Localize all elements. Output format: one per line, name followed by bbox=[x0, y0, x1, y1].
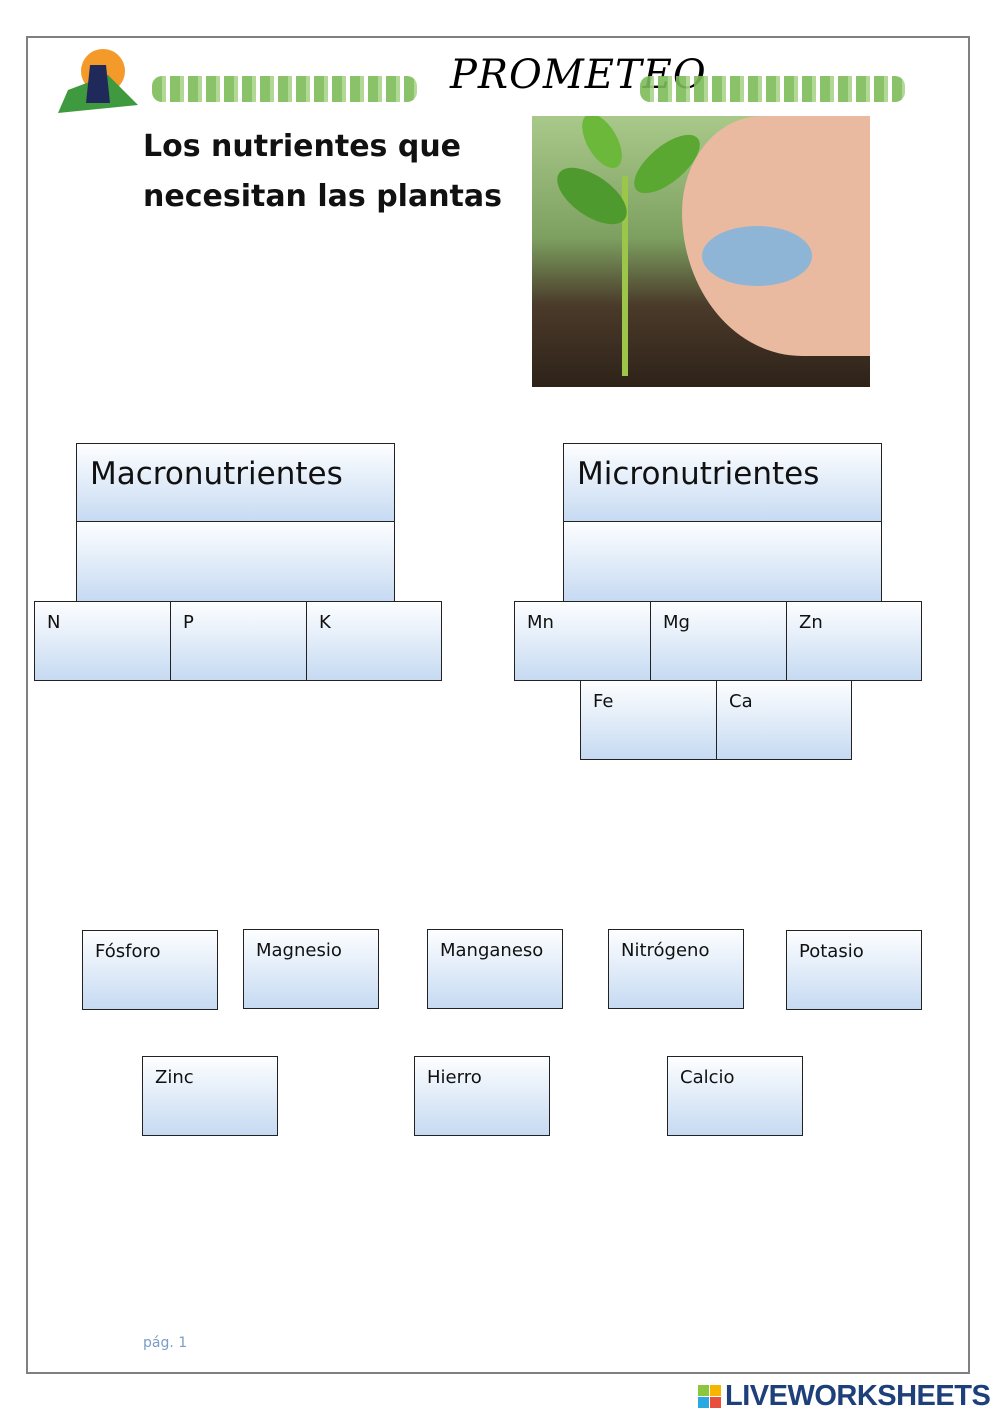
word-card-label: Potasio bbox=[799, 941, 864, 962]
element-mg-label: Mg bbox=[663, 612, 690, 633]
liveworksheets-logo: LIVEWORKSHEETS bbox=[698, 1380, 991, 1413]
element-zn-label: Zn bbox=[799, 612, 823, 633]
vine-decoration-left bbox=[152, 76, 417, 102]
word-card-label: Manganeso bbox=[440, 940, 544, 961]
school-logo bbox=[58, 45, 138, 113]
macronutrientes-heading: Macronutrientes bbox=[76, 443, 395, 523]
word-card-label: Zinc bbox=[155, 1067, 194, 1088]
element-k-label: K bbox=[319, 612, 331, 633]
word-card-hierro[interactable]: Hierro bbox=[414, 1056, 550, 1136]
element-zn-drop-zone[interactable]: Zn bbox=[786, 601, 922, 681]
word-card-label: Nitrógeno bbox=[621, 940, 710, 961]
page-number: pág. 1 bbox=[143, 1335, 188, 1351]
word-card-zinc[interactable]: Zinc bbox=[142, 1056, 278, 1136]
word-card-label: Calcio bbox=[680, 1067, 735, 1088]
word-card-nitrogeno[interactable]: Nitrógeno bbox=[608, 929, 744, 1009]
title-line-1: Los nutrientes que bbox=[143, 129, 462, 164]
word-card-label: Hierro bbox=[427, 1067, 482, 1088]
element-mn-drop-zone[interactable]: Mn bbox=[514, 601, 651, 681]
word-card-calcio[interactable]: Calcio bbox=[667, 1056, 803, 1136]
micronutrientes-label: Micronutrientes bbox=[577, 456, 820, 492]
liveworksheets-text: LIVEWORKSHEETS bbox=[725, 1380, 991, 1412]
element-p-drop-zone[interactable]: P bbox=[170, 601, 307, 681]
element-mn-label: Mn bbox=[527, 612, 554, 633]
worksheet-page bbox=[26, 36, 970, 1374]
element-n-drop-zone[interactable]: N bbox=[34, 601, 171, 681]
element-fe-label: Fe bbox=[593, 691, 614, 712]
element-ca-drop-zone[interactable]: Ca bbox=[716, 680, 852, 760]
plant-fertilizer-photo bbox=[532, 116, 870, 387]
title-line-2: necesitan las plantas bbox=[143, 179, 502, 214]
word-card-magnesio[interactable]: Magnesio bbox=[243, 929, 379, 1009]
word-card-label: Magnesio bbox=[256, 940, 342, 961]
element-mg-drop-zone[interactable]: Mg bbox=[650, 601, 787, 681]
element-k-drop-zone[interactable]: K bbox=[306, 601, 442, 681]
element-n-label: N bbox=[47, 612, 61, 633]
word-card-label: Fósforo bbox=[95, 941, 161, 962]
vine-decoration-right bbox=[640, 76, 905, 102]
element-ca-label: Ca bbox=[729, 691, 753, 712]
macronutrientes-label: Macronutrientes bbox=[90, 456, 343, 492]
word-card-fosforo[interactable]: Fósforo bbox=[82, 930, 218, 1010]
word-card-manganeso[interactable]: Manganeso bbox=[427, 929, 563, 1009]
micronutrientes-drop-zone[interactable] bbox=[563, 521, 882, 602]
live-blocks-icon bbox=[698, 1385, 721, 1408]
micronutrientes-heading: Micronutrientes bbox=[563, 443, 882, 523]
word-card-potasio[interactable]: Potasio bbox=[786, 930, 922, 1010]
element-fe-drop-zone[interactable]: Fe bbox=[580, 680, 717, 760]
page-title: Los nutrientes que necesitan las plantas bbox=[143, 122, 502, 222]
macronutrientes-drop-zone[interactable] bbox=[76, 521, 395, 602]
element-p-label: P bbox=[183, 612, 194, 633]
